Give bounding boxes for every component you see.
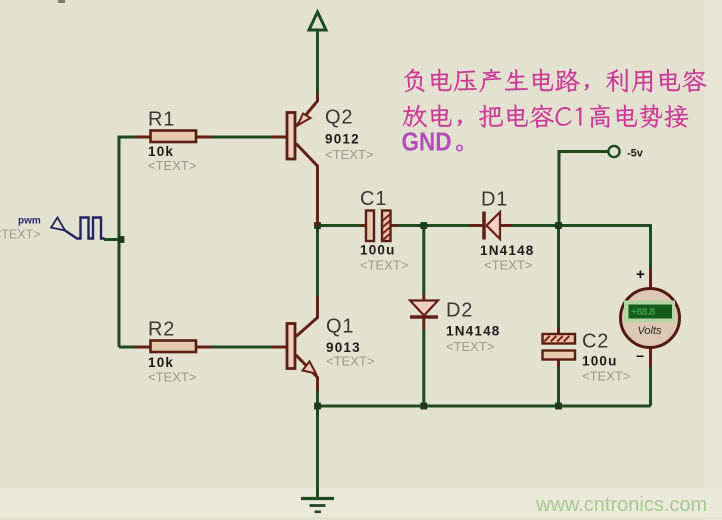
- svg-text:www.cntronics.com: www.cntronics.com: [535, 494, 707, 516]
- svg-text:100u: 100u: [582, 354, 618, 369]
- svg-text:100u: 100u: [360, 243, 396, 258]
- svg-text:<TEXT>: <TEXT>: [148, 370, 196, 385]
- svg-text:<TEXT>: <TEXT>: [582, 369, 630, 384]
- svg-text:D1: D1: [481, 189, 508, 211]
- svg-text:<TEXT>: <TEXT>: [148, 158, 196, 173]
- svg-text:<TEXT>: <TEXT>: [360, 258, 408, 273]
- svg-text:D2: D2: [446, 300, 473, 322]
- svg-text:10k: 10k: [148, 144, 174, 159]
- svg-text:GND: GND: [402, 127, 452, 157]
- svg-text:C1: C1: [360, 188, 387, 210]
- svg-text:<TEXT>: <TEXT>: [0, 228, 41, 242]
- svg-text:R2: R2: [148, 319, 175, 341]
- svg-text:<TEXT>: <TEXT>: [326, 354, 374, 369]
- svg-text:<TEXT>: <TEXT>: [325, 147, 373, 162]
- svg-text:-5v: -5v: [627, 148, 644, 160]
- svg-text:9013: 9013: [326, 340, 361, 355]
- svg-text:pwm: pwm: [18, 216, 41, 227]
- svg-text:Q2: Q2: [325, 107, 353, 129]
- svg-text:−: −: [636, 348, 644, 364]
- svg-text:R1: R1: [148, 109, 175, 131]
- svg-text:1N4148: 1N4148: [446, 324, 501, 339]
- svg-text:+88.8: +88.8: [631, 307, 656, 318]
- svg-text:+: +: [636, 266, 645, 283]
- svg-text:10k: 10k: [148, 355, 174, 370]
- svg-text:9012: 9012: [325, 132, 360, 147]
- svg-text:<TEXT>: <TEXT>: [446, 339, 494, 354]
- svg-text:Q1: Q1: [326, 316, 354, 338]
- svg-text:<TEXT>: <TEXT>: [484, 258, 532, 273]
- svg-text:C2: C2: [582, 331, 609, 353]
- svg-text:1N4148: 1N4148: [480, 243, 535, 258]
- svg-text:Volts: Volts: [638, 325, 663, 337]
